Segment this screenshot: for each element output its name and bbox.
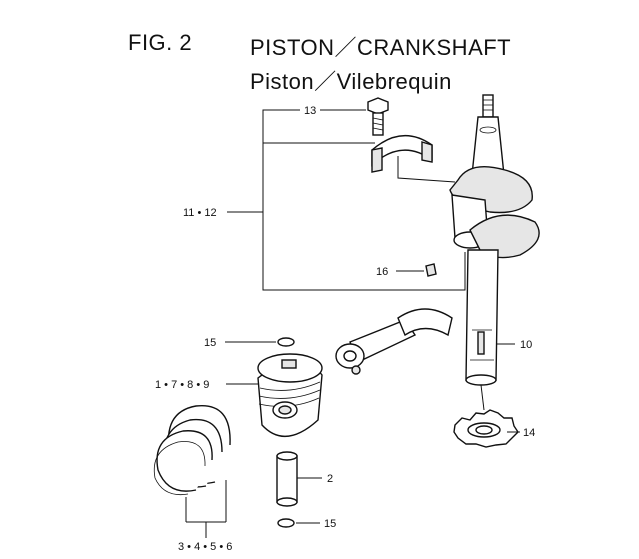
part-14-gear[interactable] — [453, 409, 519, 448]
part-10-crankshaft[interactable] — [449, 94, 540, 386]
callout-3-4-5-6: 3 • 4 • 5 • 6 — [178, 541, 232, 553]
callout-15-bottom: 15 — [324, 518, 336, 530]
figure-title-french: Piston／Vilebrequin — [250, 69, 452, 94]
part-connecting-rod[interactable] — [335, 308, 453, 375]
callout-16: 16 — [376, 266, 388, 278]
part-11-12-rod-cap[interactable] — [371, 134, 456, 183]
part-15-circlip-top[interactable] — [277, 337, 295, 347]
leader-gear-axis — [480, 384, 485, 411]
callout-15-top: 15 — [204, 337, 216, 349]
leader-3-4-5-6 — [185, 480, 227, 538]
part-3-4-5-6-piston-rings[interactable] — [153, 404, 231, 496]
figure-title-english: PISTON／CRANKSHAFT — [250, 35, 512, 60]
bracket-11-12 — [227, 109, 466, 291]
part-2-piston-pin[interactable] — [276, 451, 298, 507]
callout-10: 10 — [520, 339, 532, 351]
part-1-7-8-9-piston[interactable] — [257, 353, 323, 438]
part-13-bolt[interactable] — [367, 97, 389, 136]
figure-number: FIG. 2 — [128, 30, 193, 55]
part-16-key[interactable] — [425, 263, 437, 277]
callout-2: 2 — [327, 473, 333, 485]
part-15-circlip-bottom[interactable] — [277, 518, 295, 528]
callout-14: 14 — [523, 427, 535, 439]
callout-13: 13 — [304, 105, 316, 117]
callout-11-12: 11 • 12 — [183, 207, 217, 219]
callout-1-7-8-9: 1 • 7 • 8 • 9 — [155, 379, 209, 391]
